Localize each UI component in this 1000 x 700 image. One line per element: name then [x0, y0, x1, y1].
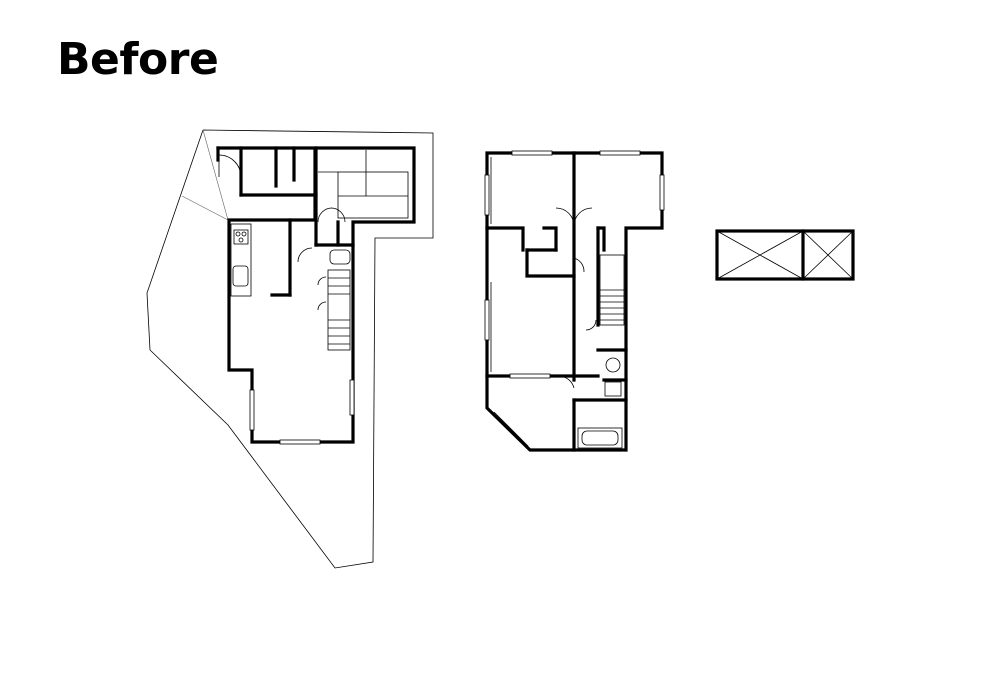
attic-plan — [715, 229, 855, 281]
first-floor-plan — [146, 129, 434, 569]
page-title: Before — [57, 34, 219, 85]
toilet — [605, 357, 621, 373]
staircase-2f — [599, 254, 625, 326]
toilet — [329, 249, 351, 265]
bathtub — [577, 427, 623, 449]
kitchen-counter — [230, 223, 252, 297]
first-floor-outer-walls — [216, 146, 416, 444]
site-boundary — [146, 129, 434, 569]
second-floor-plan — [484, 150, 665, 452]
tatami-room — [318, 150, 409, 219]
staircase-1f — [317, 269, 351, 351]
washstand — [604, 381, 622, 397]
